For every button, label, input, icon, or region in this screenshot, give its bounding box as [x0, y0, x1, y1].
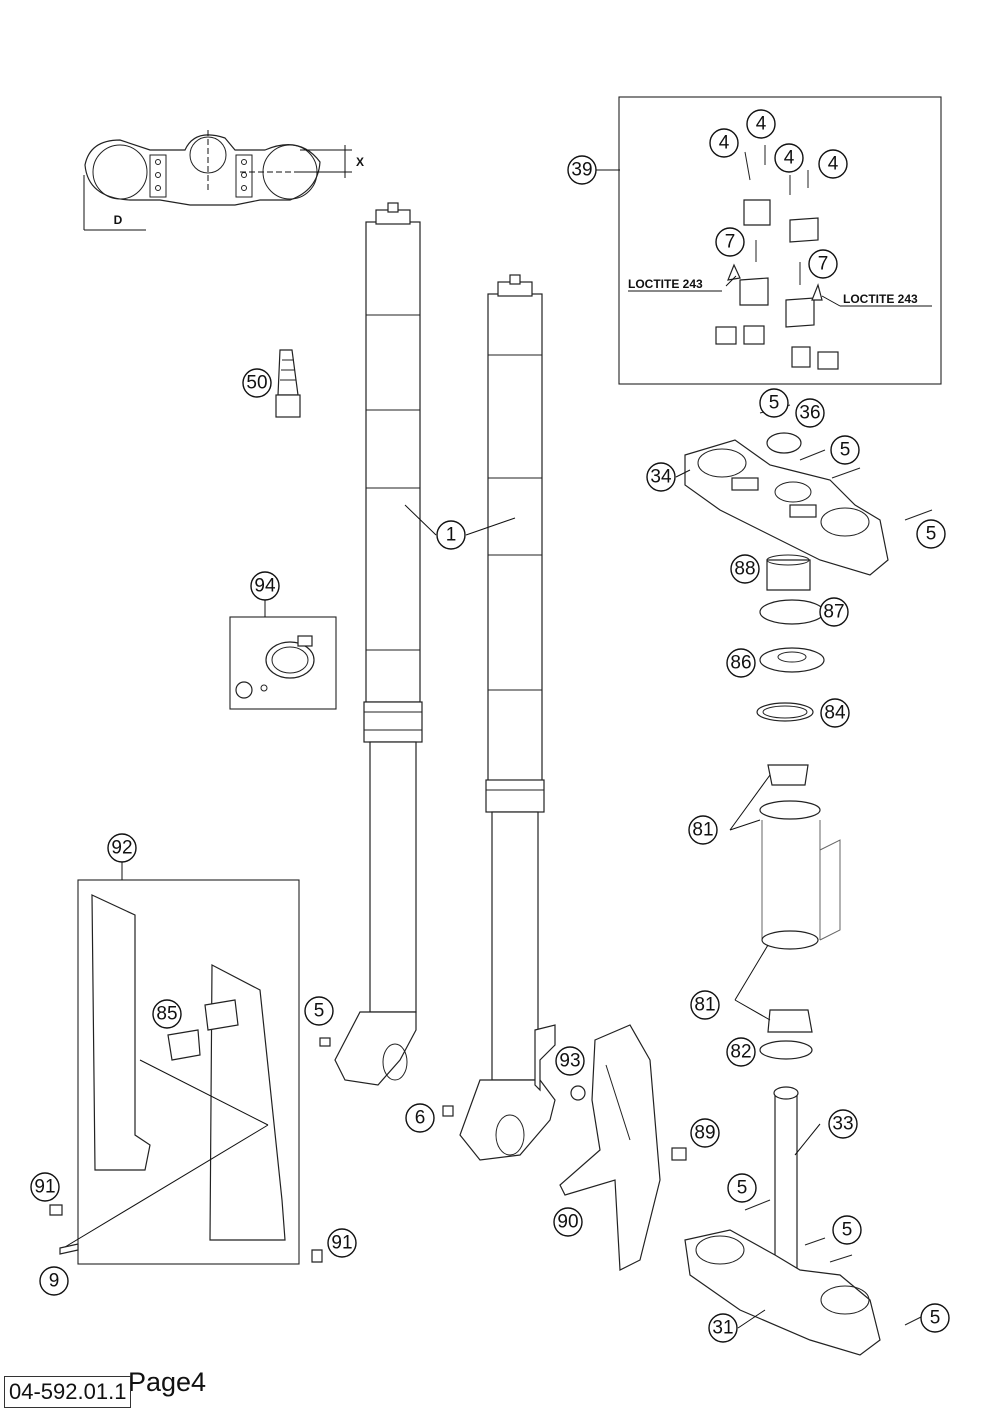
svg-text:84: 84: [824, 703, 846, 724]
callout-5f: 5: [832, 1215, 862, 1245]
part-50-tool: [275, 349, 301, 418]
svg-text:36: 36: [799, 403, 820, 424]
steering-head-stack: [729, 554, 841, 1060]
svg-text:93: 93: [559, 1051, 580, 1072]
dimension-label-d: D: [114, 213, 123, 227]
callout-92: 92: [107, 833, 137, 863]
svg-text:5: 5: [926, 524, 937, 545]
svg-text:91: 91: [331, 1233, 352, 1254]
callout-39: 39: [567, 155, 597, 185]
callouts: 1 4 4 4 4 5 5 5 5 5 5 5 6 7 7 9 31 33 34…: [30, 109, 950, 1343]
callout-94: 94: [250, 571, 280, 601]
svg-text:50: 50: [246, 373, 267, 394]
fork-leg-right: [459, 274, 556, 1161]
svg-text:92: 92: [111, 838, 132, 859]
callout-4d: 4: [818, 149, 848, 179]
callout-34: 34: [646, 462, 676, 492]
callout-5a: 5: [759, 388, 789, 418]
triple-clamp-dimension-view: X D: [83, 130, 364, 231]
svg-text:31: 31: [712, 1318, 733, 1339]
fork-leg-left: [334, 202, 423, 1086]
callout-5g: 5: [920, 1303, 950, 1333]
part-39-handlebar-clamp-box: LOCTITE 243 LOCTITE 243: [596, 96, 942, 385]
callout-4b: 4: [709, 128, 739, 158]
callout-31: 31: [708, 1313, 738, 1343]
svg-text:88: 88: [734, 559, 755, 580]
svg-text:7: 7: [818, 254, 829, 275]
callout-7a: 7: [715, 227, 745, 257]
callout-4c: 4: [774, 143, 804, 173]
callout-81b: 81: [690, 990, 720, 1020]
svg-text:4: 4: [756, 114, 767, 135]
svg-text:94: 94: [254, 576, 276, 597]
part-92-fork-guard-box: [49, 879, 323, 1265]
svg-text:5: 5: [769, 393, 780, 414]
svg-text:5: 5: [314, 1001, 325, 1022]
svg-text:4: 4: [719, 133, 730, 154]
svg-text:90: 90: [557, 1212, 578, 1233]
loctite-label-2: LOCTITE 243: [843, 292, 918, 306]
part-94-clamp-box: [229, 616, 337, 710]
svg-text:87: 87: [823, 602, 844, 623]
callout-33: 33: [828, 1109, 858, 1139]
svg-text:85: 85: [156, 1004, 177, 1025]
callout-86: 86: [726, 648, 756, 678]
svg-text:4: 4: [828, 154, 839, 175]
callout-5e: 5: [727, 1173, 757, 1203]
svg-text:5: 5: [930, 1308, 941, 1329]
callout-91b: 91: [327, 1228, 357, 1258]
callout-93: 93: [555, 1046, 585, 1076]
callout-84: 84: [820, 698, 850, 728]
callout-5b: 5: [830, 435, 860, 465]
svg-text:4: 4: [784, 148, 795, 169]
callout-6: 6: [405, 1103, 435, 1133]
callout-leaders: [121, 469, 821, 1329]
callout-50: 50: [242, 368, 272, 398]
dimension-label-x: X: [356, 155, 364, 169]
callout-82: 82: [726, 1037, 756, 1067]
svg-text:9: 9: [49, 1271, 60, 1292]
callout-9: 9: [39, 1266, 69, 1296]
svg-text:5: 5: [840, 440, 851, 461]
callout-7b: 7: [808, 249, 838, 279]
svg-text:34: 34: [650, 467, 672, 488]
page-label: Page4: [128, 1367, 207, 1397]
part-34-upper-triple-clamp: [684, 404, 933, 576]
svg-text:6: 6: [415, 1108, 426, 1129]
loctite-label-1: LOCTITE 243: [628, 277, 703, 291]
svg-text:33: 33: [832, 1114, 853, 1135]
svg-text:7: 7: [725, 232, 736, 253]
part-90-guard: [559, 1024, 661, 1271]
svg-text:91: 91: [34, 1177, 55, 1198]
svg-text:89: 89: [694, 1123, 715, 1144]
callout-89: 89: [690, 1118, 720, 1148]
small-bolts: [59, 1037, 687, 1255]
callout-85: 85: [152, 999, 182, 1029]
callout-87: 87: [819, 597, 849, 627]
svg-text:5: 5: [842, 1220, 853, 1241]
callout-1: 1: [436, 520, 466, 550]
svg-text:5: 5: [737, 1178, 748, 1199]
svg-text:39: 39: [571, 160, 592, 181]
svg-text:81: 81: [694, 995, 715, 1016]
callout-36: 36: [795, 398, 825, 428]
callout-5c: 5: [916, 519, 946, 549]
callout-90: 90: [553, 1207, 583, 1237]
svg-text:82: 82: [730, 1042, 751, 1063]
svg-text:81: 81: [692, 820, 713, 841]
document-number: 04-592.01.1: [4, 1376, 132, 1408]
callout-5d: 5: [304, 996, 334, 1026]
svg-text:86: 86: [730, 653, 751, 674]
callout-81a: 81: [688, 815, 718, 845]
callout-4a: 4: [746, 109, 776, 139]
callout-91a: 91: [30, 1172, 60, 1202]
callout-88: 88: [730, 554, 760, 584]
svg-text:1: 1: [446, 525, 457, 546]
